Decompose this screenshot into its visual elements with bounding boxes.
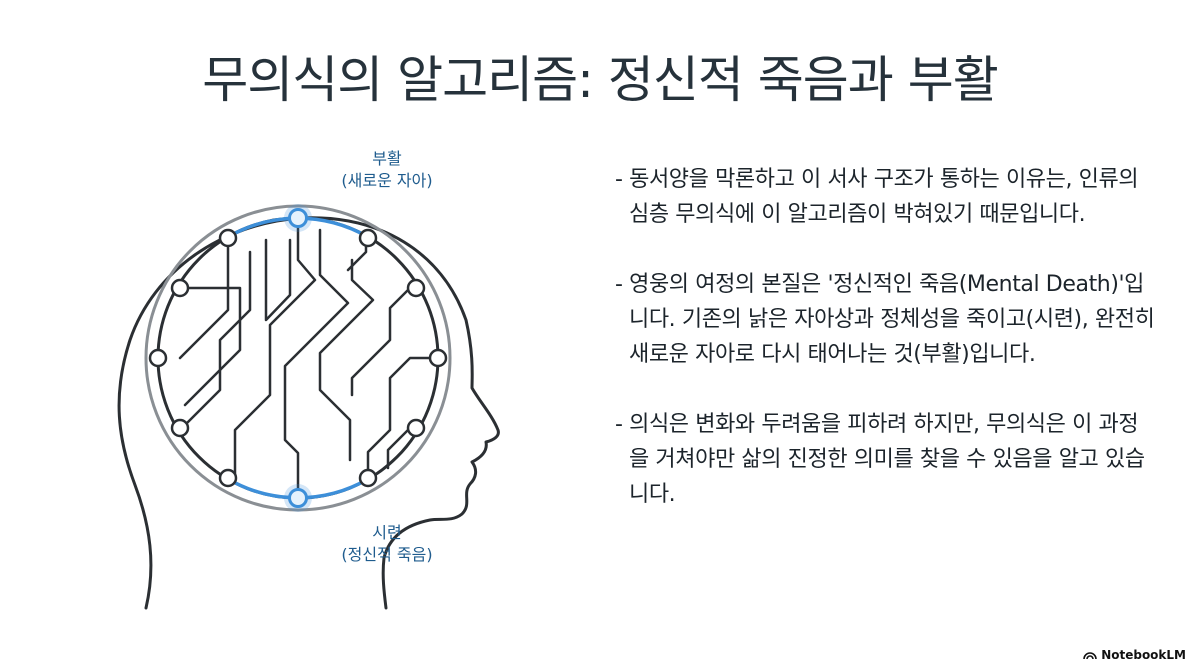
circuit-traces: [178, 216, 432, 500]
bottom-sublabel-text: (정신적 죽음): [341, 545, 433, 564]
page-title: 무의식의 알고리즘: 정신적 죽음과 부활: [202, 51, 998, 109]
top-node-label: 부활 (새로운 자아): [287, 148, 487, 192]
bottom-label-text: 시련: [372, 523, 402, 542]
circuit-nodes: [148, 228, 448, 488]
top-node: [288, 208, 308, 228]
brand-name: NotebookLM: [1101, 648, 1186, 662]
bullet-item: - 동서양을 막론하고 이 서사 구조가 통하는 이유는, 인류의 심층 무의식…: [615, 167, 1139, 227]
head-outline: [117, 216, 500, 610]
bullet-item: - 영웅의 여정의 본질은 '정신적인 죽음(Mental Death)'입니다…: [615, 272, 1155, 367]
bottom-node-label: 시련 (정신적 죽음): [287, 522, 487, 566]
top-label-text: 부활: [372, 149, 402, 168]
bullet-item: - 의식은 변화와 두려움을 피하려 하지만, 무의식은 이 과정을 거쳐야만 …: [615, 412, 1145, 507]
head-circuit-diagram: 부활 (새로운 자아): [90, 140, 560, 620]
bottom-node: [288, 488, 308, 508]
brand-watermark: NotebookLM: [1083, 648, 1186, 662]
notebooklm-logo-icon: [1083, 652, 1097, 660]
outer-ring: [144, 204, 452, 512]
top-sublabel-text: (새로운 자아): [341, 171, 433, 190]
head-circuit-icon: [117, 204, 500, 610]
bullet-list: - 동서양을 막론하고 이 서사 구조가 통하는 이유는, 인류의 심층 무의식…: [615, 162, 1155, 547]
